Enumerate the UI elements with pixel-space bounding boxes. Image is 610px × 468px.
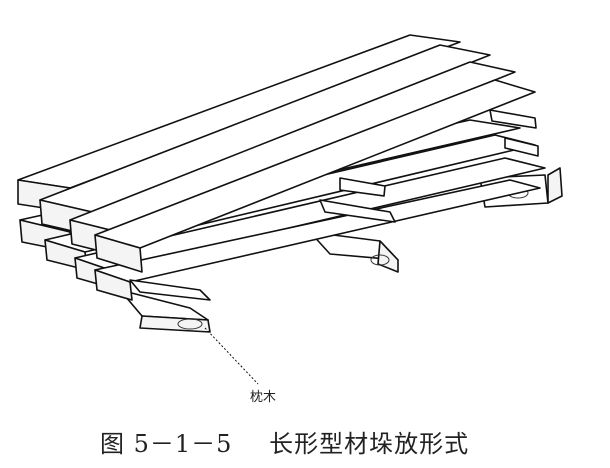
spacer-sticks xyxy=(129,109,539,301)
top-tier-beams xyxy=(17,34,536,273)
sleeper-front xyxy=(119,289,211,333)
caption-title: 长形型材垛放形式 xyxy=(269,430,470,458)
sleeper-label: 枕木 xyxy=(250,390,277,405)
leader-line xyxy=(204,327,259,385)
figure-caption: 图 5－1－5 长形型材垛放形式 xyxy=(100,424,469,459)
caption-number: 图 5－1－5 xyxy=(100,430,233,458)
sleeper-middle xyxy=(309,231,399,273)
